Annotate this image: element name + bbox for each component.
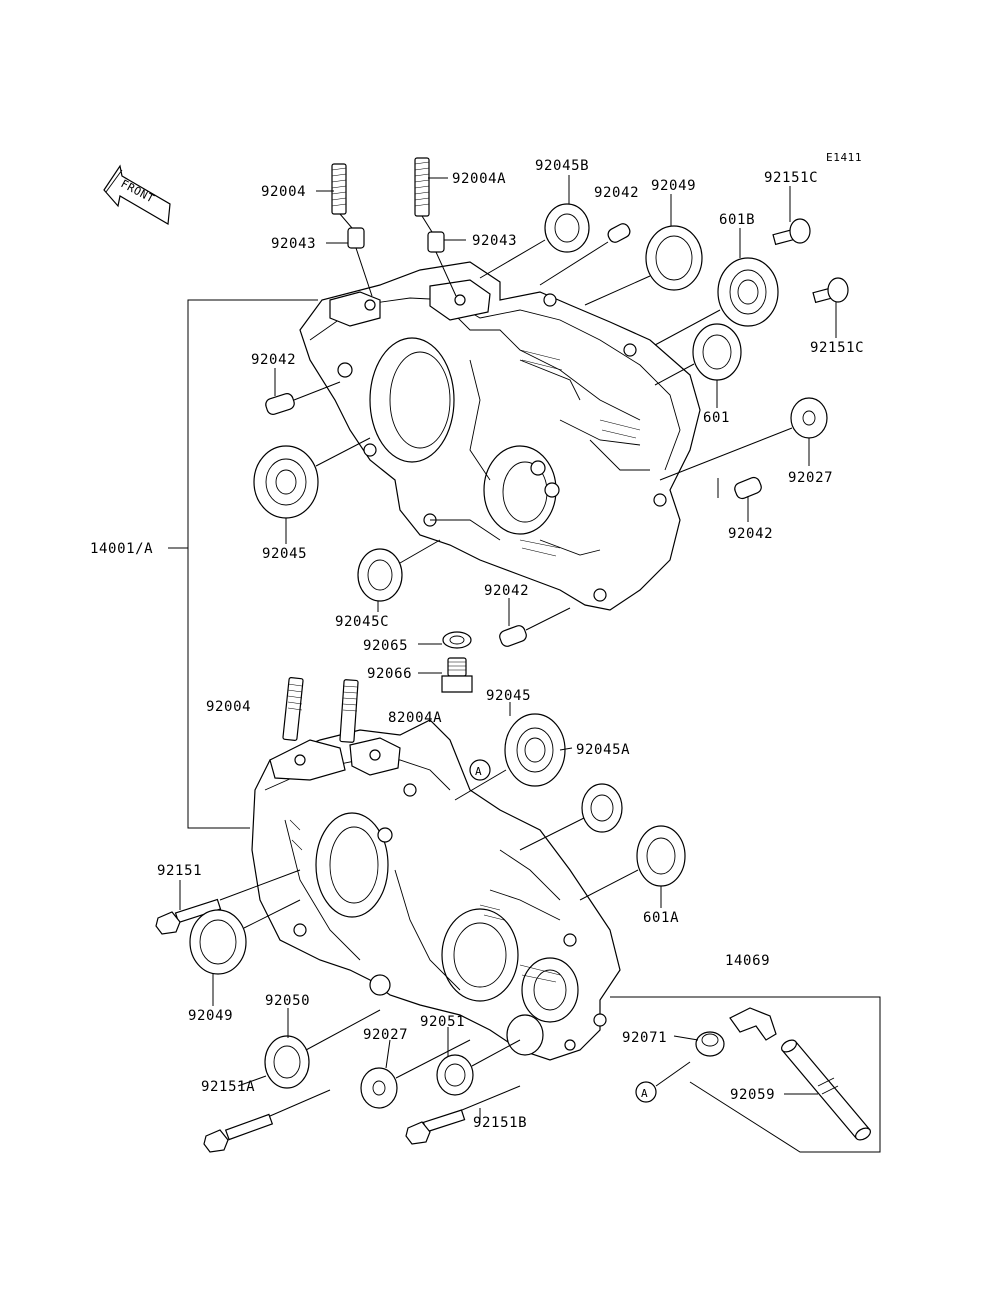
stud-92004A-upper <box>414 157 430 217</box>
breather-kit-14069 <box>610 996 881 1153</box>
label-92045C: 92045C <box>335 614 389 630</box>
label-92045-upper: 92045 <box>262 546 307 562</box>
leader-lines <box>179 175 837 1120</box>
washer-92027-upper <box>790 397 828 439</box>
label-92151C-right: 92151C <box>810 340 864 356</box>
label-92049-upper: 92049 <box>651 178 696 194</box>
label-92027-upper: 92027 <box>788 470 833 486</box>
drain-plug-92066 <box>441 657 473 693</box>
oil-seal-92050 <box>264 1035 310 1089</box>
label-14001A: 14001/A <box>90 541 153 557</box>
dowel-92042-mid <box>499 625 527 647</box>
label-92045B: 92045B <box>535 158 589 174</box>
diagram-code: E1411 <box>826 151 862 164</box>
label-92042-mid: 92042 <box>484 583 529 599</box>
washer-92065 <box>442 631 472 649</box>
label-92042-top: 92042 <box>594 185 639 201</box>
part-labels: 92004 92004A 92045B 92042 92049 92151C 9… <box>90 158 864 1131</box>
oil-seal-92051 <box>436 1054 474 1096</box>
bolt-92151A <box>203 1113 274 1153</box>
label-92151: 92151 <box>157 863 202 879</box>
label-92066: 92066 <box>367 666 412 682</box>
label-92151A: 92151A <box>201 1079 255 1095</box>
lower-crankcase-half <box>251 719 621 1061</box>
hose-92059 <box>781 1039 871 1141</box>
bearing-601A <box>636 825 686 887</box>
oil-seal-92049-lower <box>189 909 247 975</box>
label-92043-right: 92043 <box>472 233 517 249</box>
elbow-fitting <box>729 1007 777 1041</box>
label-92042-left: 92042 <box>251 352 296 368</box>
label-92045-lower: 92045 <box>486 688 531 704</box>
bolt-92151C-upper <box>772 218 811 246</box>
label-92045A: 92045A <box>576 742 630 758</box>
reference-a-lower: A <box>635 1081 657 1103</box>
label-92065: 92065 <box>363 638 408 654</box>
bolt-92151 <box>155 898 222 935</box>
label-92042-right: 92042 <box>728 526 773 542</box>
dowel-92043-right <box>427 231 445 253</box>
bearing-601 <box>692 323 742 381</box>
bearing-92045-upper-left <box>253 445 319 519</box>
dowel-92042-left <box>265 393 295 415</box>
bearing-601B <box>717 257 779 327</box>
oil-seal-92049-upper <box>645 225 703 291</box>
label-92004A-upper: 92004A <box>452 171 506 187</box>
label-82004A: 82004A <box>388 710 442 726</box>
bearing-92045C <box>357 548 403 602</box>
label-92059: 92059 <box>730 1087 775 1103</box>
stud-92004A-lower <box>339 679 359 743</box>
bearing-92045-lower <box>504 713 566 787</box>
upper-crankcase-half <box>299 261 701 611</box>
reference-a-upper: A <box>469 759 491 781</box>
washer-92027-lower <box>360 1067 398 1109</box>
label-601B: 601B <box>719 212 755 228</box>
stud-92004-lower <box>282 677 304 741</box>
label-92049-lower: 92049 <box>188 1008 233 1024</box>
label-92151B: 92151B <box>473 1115 527 1131</box>
bearing-92045A <box>581 783 623 833</box>
stud-92004-upper <box>331 163 347 215</box>
label-92027-lower: 92027 <box>363 1027 408 1043</box>
label-92004-upper: 92004 <box>261 184 306 200</box>
bolt-92151B <box>405 1109 466 1145</box>
label-92051: 92051 <box>420 1014 465 1030</box>
front-direction-arrow: FRONT <box>103 164 171 225</box>
label-601A: 601A <box>643 910 679 926</box>
label-14069: 14069 <box>725 953 770 969</box>
svg-text:A: A <box>641 1087 648 1100</box>
label-92004-lower: 92004 <box>206 699 251 715</box>
label-92050: 92050 <box>265 993 310 1009</box>
bolt-92151C-lower <box>812 277 849 304</box>
dowel-92043-left <box>347 227 365 249</box>
label-92151C-top: 92151C <box>764 170 818 186</box>
dowel-92042-top <box>607 223 631 243</box>
label-92043-left: 92043 <box>271 236 316 252</box>
svg-text:A: A <box>475 765 482 778</box>
dowel-92042-right <box>734 476 762 500</box>
label-92071: 92071 <box>622 1030 667 1046</box>
grommet-92071 <box>695 1031 725 1057</box>
label-601: 601 <box>703 410 730 426</box>
assembly-bracket-14001A <box>187 299 318 829</box>
bearing-92045B <box>544 203 590 253</box>
